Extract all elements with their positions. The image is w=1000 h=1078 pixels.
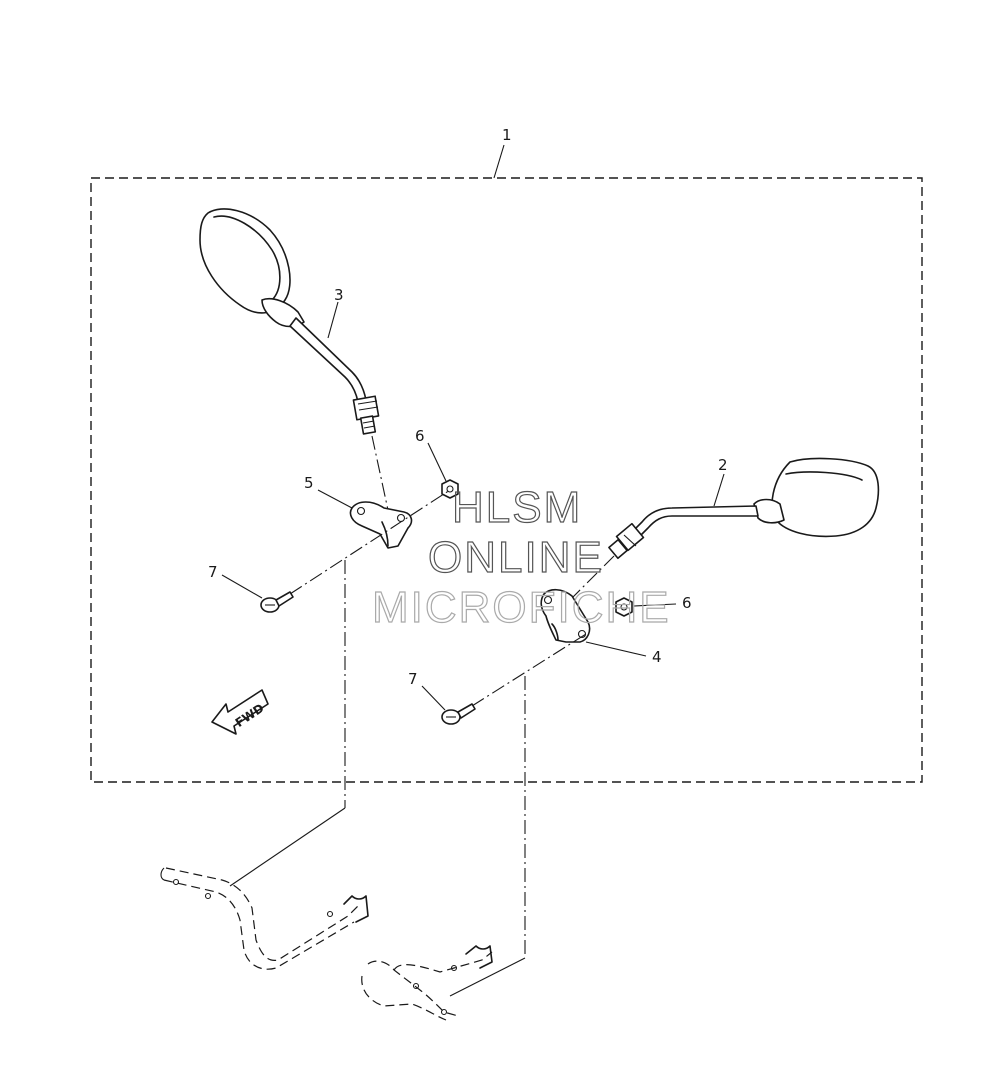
fwd-arrow-icon: FWD bbox=[211, 689, 269, 735]
callout-2[interactable]: 2 bbox=[718, 456, 728, 474]
centerline-left-mirror bbox=[371, 435, 389, 511]
reference-line-left bbox=[229, 807, 346, 887]
mirror-left[interactable] bbox=[199, 208, 380, 435]
nut-left[interactable] bbox=[441, 479, 459, 499]
bolt-left[interactable] bbox=[260, 591, 294, 613]
callout-6-right[interactable]: 6 bbox=[682, 594, 692, 612]
watermark: HLSM ONLINE MICROFICHE bbox=[371, 482, 671, 632]
nut-right[interactable] bbox=[615, 597, 633, 617]
leader-5 bbox=[317, 489, 353, 509]
callout-7-right[interactable]: 7 bbox=[408, 670, 418, 688]
callout-4[interactable]: 4 bbox=[652, 648, 662, 666]
callout-5[interactable]: 5 bbox=[304, 474, 314, 492]
callout-1[interactable]: 1 bbox=[502, 126, 512, 144]
centerline-right-mirror bbox=[565, 555, 615, 605]
leader-4 bbox=[585, 641, 647, 657]
handlebar-right bbox=[361, 945, 493, 1021]
leader-6-left bbox=[427, 442, 447, 482]
leader-1 bbox=[493, 144, 505, 179]
leader-3 bbox=[327, 301, 339, 339]
handlebar-left bbox=[160, 867, 369, 970]
centerline-left-bolt bbox=[289, 489, 451, 595]
watermark-line-1: HLSM bbox=[452, 483, 582, 532]
leader-7-left bbox=[221, 574, 263, 599]
bracket-left[interactable] bbox=[349, 501, 413, 549]
kit-boundary bbox=[90, 177, 923, 783]
callout-7-left[interactable]: 7 bbox=[208, 563, 218, 581]
leader-6-right bbox=[633, 603, 677, 607]
mirror-right[interactable] bbox=[608, 457, 880, 560]
bolt-right[interactable] bbox=[441, 703, 476, 725]
callout-6-left[interactable]: 6 bbox=[415, 427, 425, 445]
leader-2 bbox=[713, 473, 725, 507]
watermark-line-3: MICROFICHE bbox=[372, 583, 671, 632]
watermark-line-2: ONLINE bbox=[428, 533, 604, 582]
bracket-right[interactable] bbox=[540, 588, 591, 643]
reference-line-right bbox=[449, 957, 526, 997]
centerline-right-bolt bbox=[471, 633, 587, 707]
callout-3[interactable]: 3 bbox=[334, 286, 344, 304]
leader-7-right bbox=[421, 685, 446, 711]
